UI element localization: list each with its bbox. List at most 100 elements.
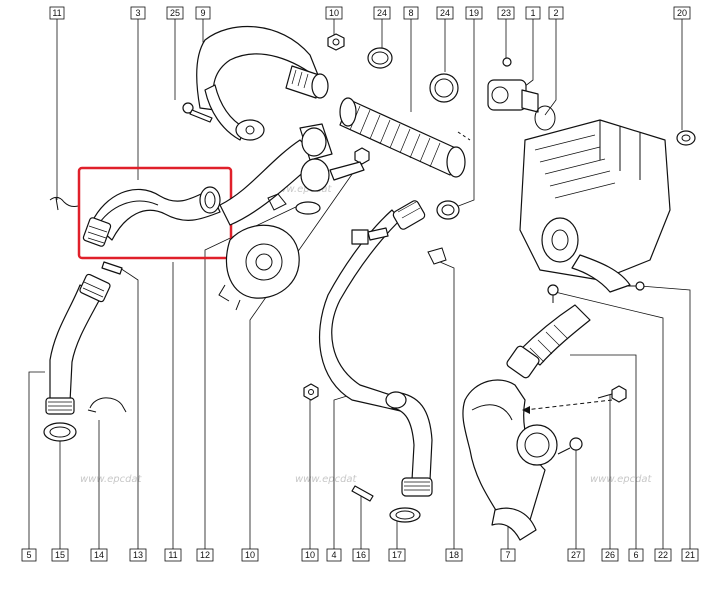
watermark-2: www.epcdat <box>295 474 358 485</box>
gasket-12 <box>267 193 287 211</box>
svg-text:16: 16 <box>356 550 366 560</box>
callout-bottom-18[interactable]: 18 <box>445 548 463 562</box>
callout-top-3[interactable]: 3 <box>130 6 146 20</box>
svg-text:14: 14 <box>94 550 104 560</box>
bolt-21 <box>626 281 645 291</box>
bottom-callouts: 5 15 14 13 11 12 10 10 <box>21 548 699 562</box>
intake-pipe-9 <box>196 25 329 141</box>
turbocharger <box>218 158 330 311</box>
engine-block <box>519 119 671 293</box>
callout-bottom-5[interactable]: 5 <box>21 548 37 562</box>
svg-text:13: 13 <box>133 550 143 560</box>
callout-bottom-27[interactable]: 27 <box>567 548 585 562</box>
callout-bottom-16[interactable]: 16 <box>352 548 370 562</box>
svg-text:22: 22 <box>658 550 668 560</box>
callout-bottom-10a[interactable]: 10 <box>241 548 259 562</box>
watermark-3: www.epcdat <box>590 474 653 485</box>
svg-text:2: 2 <box>553 8 558 18</box>
svg-text:27: 27 <box>571 550 581 560</box>
callout-bottom-17[interactable]: 17 <box>388 548 406 562</box>
svg-text:21: 21 <box>685 550 695 560</box>
svg-text:20: 20 <box>677 8 687 18</box>
svg-text:26: 26 <box>605 550 615 560</box>
callout-top-25[interactable]: 25 <box>166 6 184 20</box>
bolt-25 <box>182 102 213 123</box>
svg-text:5: 5 <box>26 550 31 560</box>
clip-18 <box>427 247 447 265</box>
svg-text:10: 10 <box>305 550 315 560</box>
watermark-1: www.epcdat <box>270 184 333 195</box>
corrugated-duct-8 <box>339 97 466 178</box>
plug-20 <box>676 130 696 146</box>
svg-text:11: 11 <box>168 550 177 560</box>
callout-bottom-4[interactable]: 4 <box>326 548 342 562</box>
callout-top-9[interactable]: 9 <box>195 6 211 20</box>
callout-bottom-21[interactable]: 21 <box>681 548 699 562</box>
callout-top-10[interactable]: 10 <box>325 6 343 20</box>
svg-text:25: 25 <box>170 8 180 18</box>
callout-top-1[interactable]: 1 <box>525 6 541 20</box>
watermarks: www.epcdat www.epcdat www.epcdat www.epc… <box>80 184 653 485</box>
direction-arrows <box>457 131 613 414</box>
callout-top-2[interactable]: 2 <box>548 6 564 20</box>
clip-16 <box>351 485 374 502</box>
svg-text:8: 8 <box>408 8 413 18</box>
callout-top-11[interactable]: 11 <box>49 6 65 20</box>
callout-top-24b[interactable]: 24 <box>436 6 454 20</box>
clip-14 <box>87 397 127 413</box>
svg-text:3: 3 <box>135 8 140 18</box>
callout-bottom-11[interactable]: 11 <box>164 548 182 562</box>
pipe-4 <box>318 200 433 497</box>
leader-lines <box>28 19 691 549</box>
seal-15 <box>43 422 77 442</box>
svg-text:12: 12 <box>200 550 210 560</box>
boost-valve-1 <box>487 57 556 131</box>
svg-text:10: 10 <box>329 8 339 18</box>
callout-top-23[interactable]: 23 <box>497 6 515 20</box>
svg-text:24: 24 <box>440 8 450 18</box>
svg-text:24: 24 <box>377 8 387 18</box>
bolt-27 <box>557 437 583 455</box>
highlighted-hose-3[interactable] <box>82 186 221 247</box>
svg-text:17: 17 <box>392 550 402 560</box>
clamp-24a <box>367 47 393 69</box>
callout-bottom-26[interactable]: 26 <box>601 548 619 562</box>
svg-text:4: 4 <box>331 550 336 560</box>
callout-bottom-14[interactable]: 14 <box>90 548 108 562</box>
top-callouts: 11 3 25 9 10 24 8 24 <box>49 6 691 20</box>
svg-text:7: 7 <box>505 550 510 560</box>
nut-10-top <box>327 33 345 51</box>
clip-13 <box>101 261 123 275</box>
seal-17 <box>389 507 421 523</box>
ring-19 <box>436 200 460 220</box>
callout-bottom-15[interactable]: 15 <box>51 548 69 562</box>
callout-top-8[interactable]: 8 <box>403 6 419 20</box>
pipe-7 <box>462 304 591 541</box>
nut-10-mid <box>329 147 370 181</box>
callout-bottom-6[interactable]: 6 <box>628 548 644 562</box>
watermark-4: www.epcdat <box>80 474 143 485</box>
callout-top-20[interactable]: 20 <box>673 6 691 20</box>
callout-top-19[interactable]: 19 <box>465 6 483 20</box>
svg-text:1: 1 <box>530 8 535 18</box>
callout-top-24a[interactable]: 24 <box>373 6 391 20</box>
sensor-4-top <box>351 227 389 245</box>
callout-bottom-13[interactable]: 13 <box>129 548 147 562</box>
nut-26 <box>597 385 627 403</box>
callout-bottom-10b[interactable]: 10 <box>301 548 319 562</box>
nut-10-bottom <box>303 383 319 401</box>
svg-text:11: 11 <box>52 8 61 18</box>
svg-text:18: 18 <box>449 550 459 560</box>
svg-text:19: 19 <box>469 8 479 18</box>
clip-11 <box>49 196 79 211</box>
svg-text:9: 9 <box>200 8 205 18</box>
callout-bottom-22[interactable]: 22 <box>654 548 672 562</box>
callout-bottom-7[interactable]: 7 <box>500 548 516 562</box>
pipe-5 <box>45 273 111 415</box>
svg-text:15: 15 <box>55 550 65 560</box>
clamp-24b <box>429 73 459 103</box>
svg-text:10: 10 <box>245 550 255 560</box>
callout-bottom-12[interactable]: 12 <box>196 548 214 562</box>
bolt-22 <box>547 284 559 303</box>
